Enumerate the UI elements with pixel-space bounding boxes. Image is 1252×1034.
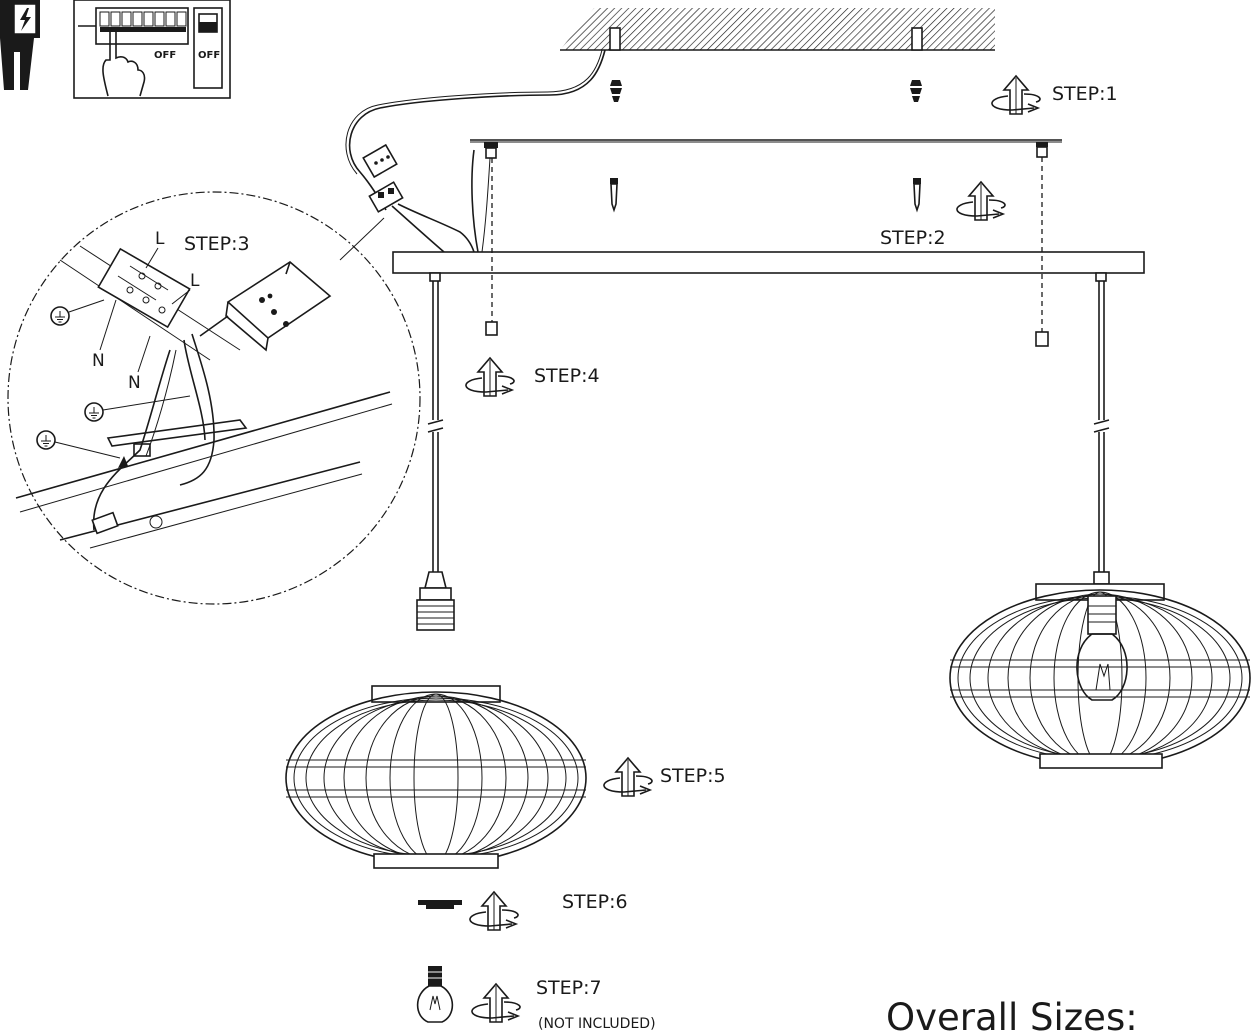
rotate-arrow-icon: [465, 357, 515, 397]
step-5-label: STEP:5: [660, 765, 726, 787]
neutral-label-2: N: [128, 373, 141, 393]
canopy-bar: [392, 251, 1145, 282]
canopy-wires: [391, 149, 491, 253]
pendant-cord-right: [1093, 281, 1110, 585]
pendant-cord-left: [427, 281, 444, 572]
step-7-label: STEP:7: [536, 977, 602, 999]
wall-plug-right: [910, 80, 922, 102]
overall-sizes-heading: Overall Sizes:: [886, 996, 1138, 1034]
lightning-warning-icon: [0, 0, 40, 90]
neutral-label-1: N: [92, 351, 105, 371]
ground-symbol-icon: [50, 306, 70, 326]
detail-leader-line: [339, 217, 385, 261]
live-label-1: L: [155, 229, 165, 249]
cable-gripper-right: [1035, 331, 1049, 347]
lamp-holder-left: [416, 571, 455, 631]
breaker-row: [99, 11, 187, 32]
off-label-left: OFF: [154, 50, 176, 61]
ground-symbol-icon: [36, 430, 56, 450]
cable-gripper-left: [485, 321, 498, 336]
light-bulb-icon: [416, 966, 454, 1023]
rotate-arrow-icon: [471, 983, 521, 1023]
step-7-note: (NOT INCLUDED): [538, 1016, 656, 1032]
terminal-block: [362, 143, 404, 213]
hand-icon: [102, 28, 146, 97]
shade-ring: [418, 900, 462, 909]
step-3-label: STEP:3: [184, 233, 250, 255]
step-1-label: STEP:1: [1052, 83, 1118, 105]
step-2-label: STEP:2: [880, 227, 946, 249]
wall-plug-left: [610, 80, 622, 102]
live-label-2: L: [190, 271, 200, 291]
lamp-shade-left: [285, 685, 587, 869]
off-label-right: OFF: [198, 50, 220, 61]
rotate-arrow-icon: [469, 891, 519, 931]
assembled-shade-right: [949, 583, 1251, 769]
rotate-arrow-icon: [956, 181, 1006, 221]
wiring-detail-circle: [7, 191, 421, 605]
step-6-label: STEP:6: [562, 891, 628, 913]
screw-right: [913, 178, 921, 213]
screw-left: [610, 178, 618, 213]
rotate-arrow-icon: [603, 757, 653, 797]
step-4-label: STEP:4: [534, 365, 600, 387]
rotate-arrow-icon: [991, 75, 1041, 115]
ceiling: [560, 8, 995, 51]
ground-symbol-icon: [84, 402, 104, 422]
supply-cable: [345, 49, 606, 211]
mounting-bracket: [470, 139, 1062, 159]
breaker-switch-panel: OFF OFF: [73, 0, 231, 99]
